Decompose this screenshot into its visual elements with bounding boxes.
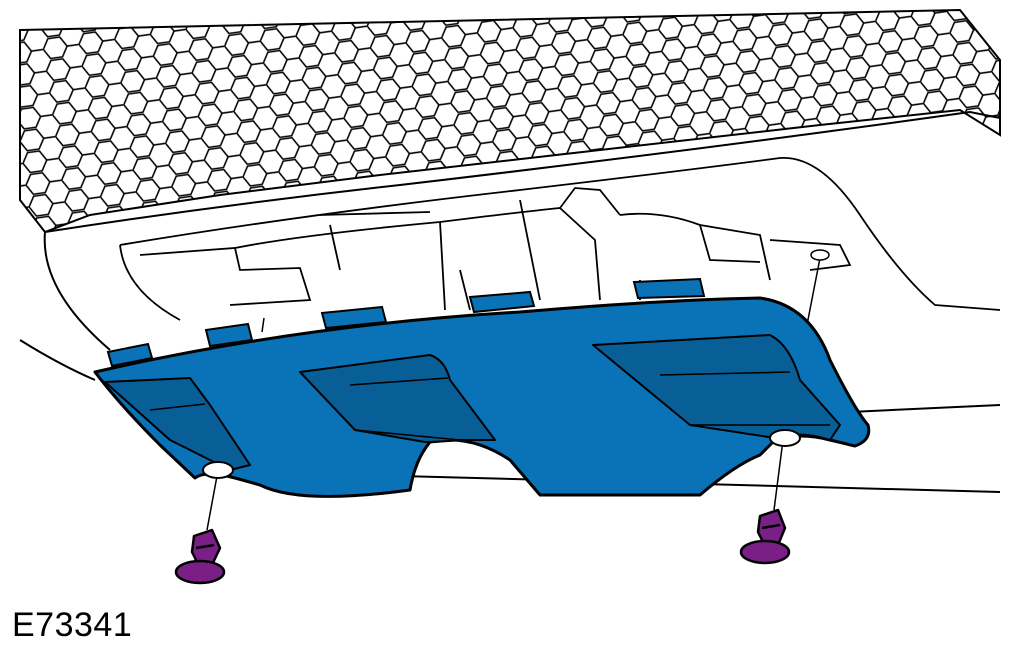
push-pin-fastener-right <box>739 508 791 565</box>
figure-reference-code: E73341 <box>12 606 133 644</box>
push-pin-fastener-left <box>174 528 226 585</box>
grille-mesh <box>19 8 1001 234</box>
mount-hole <box>810 249 830 261</box>
panel-clips <box>106 277 706 368</box>
splash-shield-panel <box>93 296 871 498</box>
guide-lines <box>206 257 821 531</box>
bumper-recess <box>119 157 1001 321</box>
